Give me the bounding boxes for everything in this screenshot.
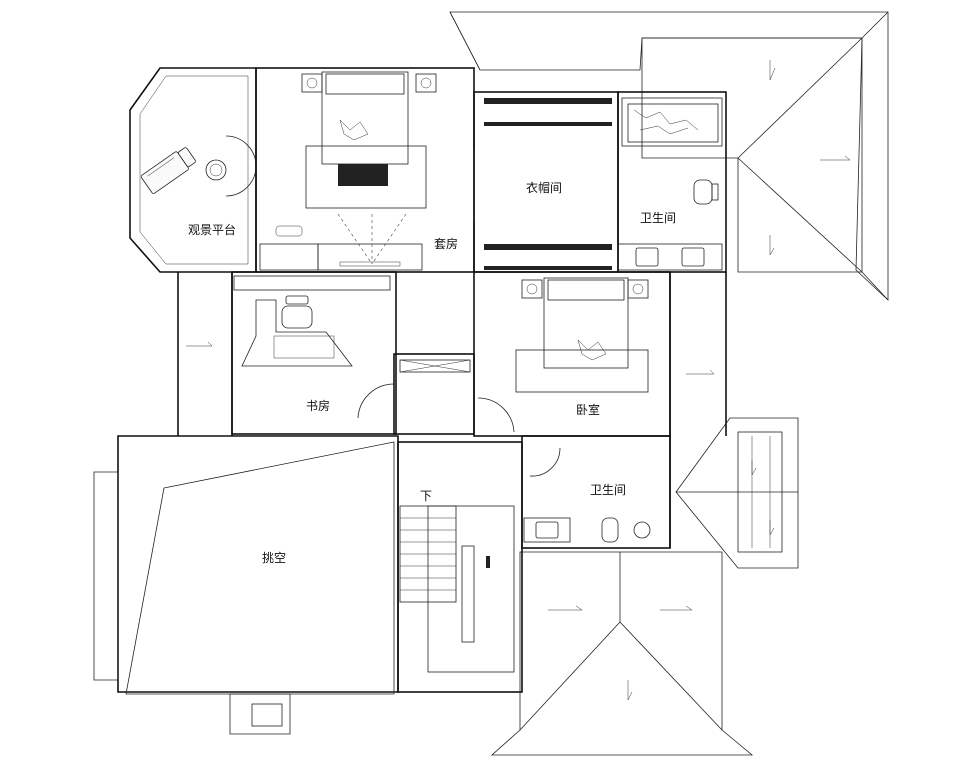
open-void [93,435,399,735]
roof-upper-right [449,11,889,301]
viewing-platform [129,67,257,273]
label-open-void: 挑空 [262,551,286,565]
label-suite: 套房 [434,236,458,251]
label-bath-suite: 卫生间 [640,211,676,225]
label-bedroom: 卧室 [576,402,600,417]
bath-suite [617,91,727,273]
roof-lower-right [490,551,754,756]
label-viewing-platform: 观景平台 [188,222,236,237]
bedroom-room [473,271,671,437]
label-bath-bedroom: 卫生间 [590,483,626,497]
roof-right-wing [675,417,799,569]
stair-block [393,353,523,693]
corridor [177,272,727,548]
label-closet: 衣帽间 [526,180,562,195]
label-stairs-down: 下 [420,489,432,503]
label-study: 书房 [306,398,330,413]
